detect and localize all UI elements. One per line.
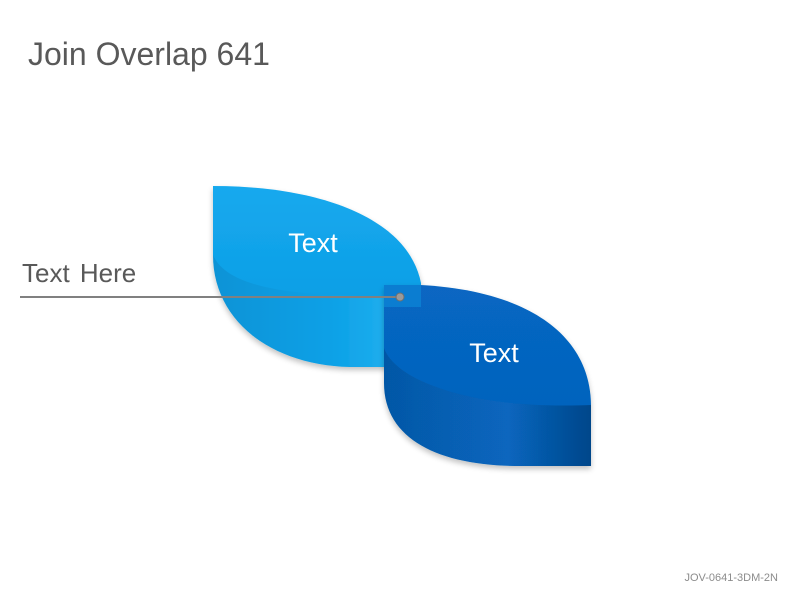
leaf-shape-2-side (384, 285, 591, 466)
callout-dot (395, 292, 405, 302)
leaf-shape-1-top (213, 186, 421, 297)
page-title: Join Overlap 641 (28, 36, 270, 72)
leaf-shape-1-label: Text (288, 228, 338, 258)
leaf-shape-2-top (384, 285, 591, 406)
leaf-shape-2 (384, 285, 591, 466)
leaf-shape-1 (213, 186, 421, 367)
callout-label: Text Here (22, 258, 137, 288)
footer-code: JOV-0641-3DM-2N (684, 572, 778, 584)
leaf-shape-2-label: Text (469, 338, 519, 368)
